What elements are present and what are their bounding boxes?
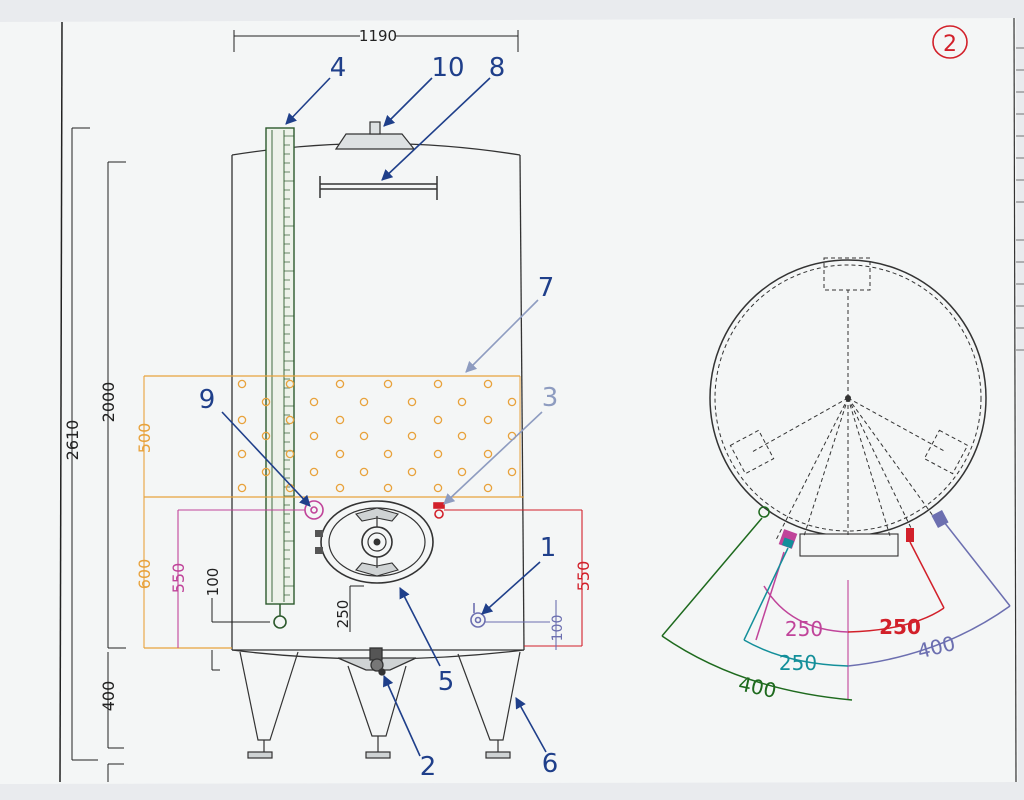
dim-body-height: 2000 bbox=[99, 382, 118, 423]
frame-left-line bbox=[59, 21, 63, 783]
plan-view bbox=[709, 257, 987, 557]
top-vent-fitting bbox=[334, 121, 416, 150]
dimension-lines bbox=[71, 30, 550, 782]
dim-width-top: 1190 bbox=[359, 27, 397, 45]
dim-lower-600: 600 bbox=[135, 559, 154, 590]
frame-right-line bbox=[1013, 17, 1017, 783]
valve3-dimensions bbox=[444, 509, 583, 647]
dim-legs: 400 bbox=[99, 681, 118, 712]
dim-lower-550: 550 bbox=[169, 563, 188, 594]
dim-jacket-500: 500 bbox=[135, 423, 154, 454]
dim-right-550: 550 bbox=[574, 561, 593, 592]
callout-2: 2 bbox=[420, 752, 437, 782]
sheet-number: 2 bbox=[943, 32, 957, 57]
callout-1: 1 bbox=[540, 533, 557, 563]
plan-dim-250-teal: 250 bbox=[779, 651, 817, 675]
callout-5: 5 bbox=[438, 667, 455, 697]
valve9-dimensions bbox=[177, 509, 305, 648]
plan-dimension-arcs bbox=[661, 517, 1011, 701]
dim-manway-250: 250 bbox=[334, 600, 352, 629]
callout-leaders bbox=[221, 77, 547, 757]
level-gauge bbox=[265, 127, 295, 629]
manway-door bbox=[315, 500, 434, 584]
callout-9: 9 bbox=[199, 385, 216, 415]
callout-8: 8 bbox=[489, 53, 506, 83]
dim-total-height: 2610 bbox=[63, 420, 82, 461]
dim-right-100: 100 bbox=[550, 615, 566, 642]
internal-bar bbox=[319, 176, 438, 200]
dim-gauge-100: 100 bbox=[204, 568, 222, 597]
callout-7: 7 bbox=[538, 273, 555, 303]
callout-10: 10 bbox=[431, 53, 464, 83]
plan-dim-250-red: 250 bbox=[879, 615, 921, 639]
plan-dim-250-magenta: 250 bbox=[785, 617, 823, 641]
valve-1 bbox=[470, 603, 486, 628]
sheet-number-circle bbox=[932, 25, 968, 59]
valve-3 bbox=[433, 502, 445, 519]
callout-3: 3 bbox=[542, 383, 559, 413]
callout-4: 4 bbox=[330, 53, 347, 83]
title-block-edge bbox=[1016, 47, 1024, 351]
plan-rays bbox=[751, 290, 947, 541]
bottom-drain-valve bbox=[337, 647, 417, 676]
callout-6: 6 bbox=[542, 749, 559, 779]
